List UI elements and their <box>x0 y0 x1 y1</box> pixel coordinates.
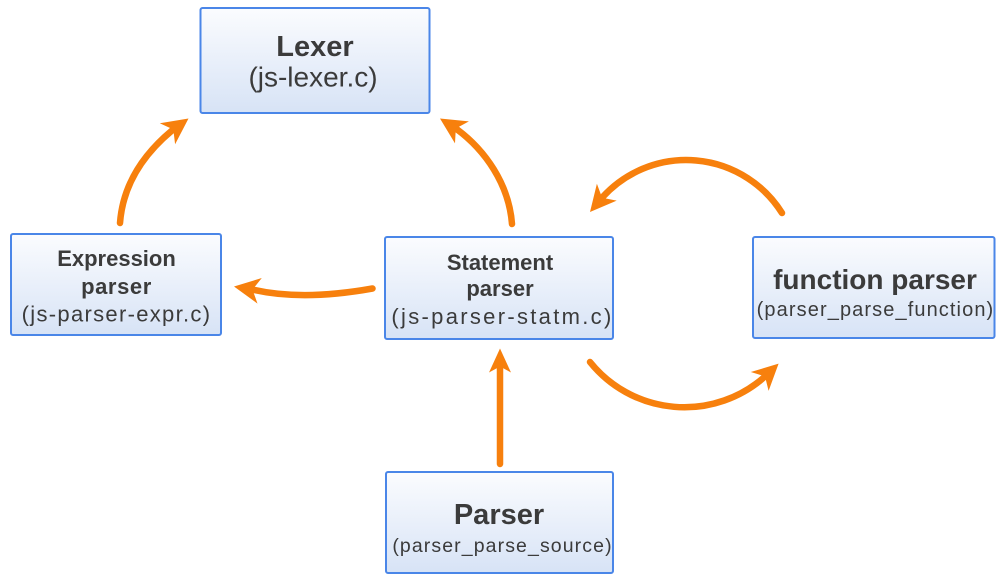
svg-text:(parser_parse_source): (parser_parse_source) <box>392 535 612 557</box>
svg-text:function parser: function parser <box>773 264 977 295</box>
svg-text:Statement: Statement <box>447 250 554 275</box>
svg-text:Expression: Expression <box>57 246 176 271</box>
svg-text:parser: parser <box>81 274 152 299</box>
svg-text:Lexer: Lexer <box>276 31 353 63</box>
svg-text:parser: parser <box>466 276 534 301</box>
svg-text:(js-parser-statm.c): (js-parser-statm.c) <box>391 304 613 329</box>
svg-text:(parser_parse_function): (parser_parse_function) <box>757 299 995 321</box>
svg-text:(js-parser-expr.c): (js-parser-expr.c) <box>22 302 212 327</box>
svg-text:(js-lexer.c): (js-lexer.c) <box>248 62 377 93</box>
svg-text:Parser: Parser <box>454 499 544 531</box>
